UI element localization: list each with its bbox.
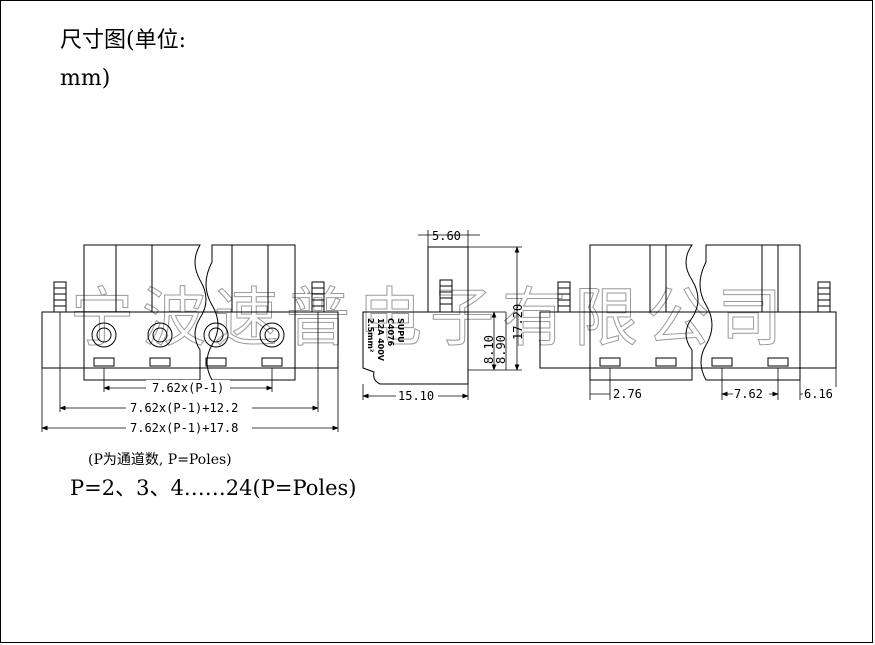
dim-side-mid2: 8.90 [494, 335, 508, 364]
side-view [362, 246, 469, 385]
side-dimensions [362, 230, 522, 400]
dim-pitch-plus-12: 7.62x(P-1)+12.2 [130, 401, 238, 415]
label-brand: SUPU [396, 318, 405, 343]
side-label: SUPU C4076 12A 400V 2.5mm² [366, 318, 405, 362]
dim-side-mid1: 8.10 [482, 335, 496, 364]
front-view [41, 244, 339, 381]
dim-side-width: 15.10 [398, 389, 434, 403]
dim-side-height: 17.20 [511, 304, 525, 340]
poles-note: (P为通道数, P=Poles) [88, 452, 232, 468]
dim-pitch-plus-17: 7.62x(P-1)+17.8 [130, 421, 238, 435]
poles-range: P=2、3、4……24(P=Poles) [70, 476, 357, 500]
title-line-2: mm) [60, 66, 111, 91]
watermark-text: 宁波速普电子有限公司 [70, 282, 790, 356]
label-wire-size: 2.5mm² [366, 318, 375, 353]
title-line-1: 尺寸图(单位: [60, 28, 186, 53]
dim-side-top: 5.60 [432, 229, 461, 243]
label-rating: 12A 400V [376, 318, 385, 362]
dim-bottom-b: 7.62 [734, 387, 763, 401]
dim-bottom-a: 2.76 [613, 387, 642, 401]
label-model: C4076 [386, 318, 395, 347]
dim-pitch: 7.62x(P-1) [152, 381, 224, 395]
rear-view [539, 244, 837, 381]
dim-bottom-c: 6.16 [804, 387, 833, 401]
drawing-title: 尺寸图(单位: mm) [60, 22, 186, 98]
